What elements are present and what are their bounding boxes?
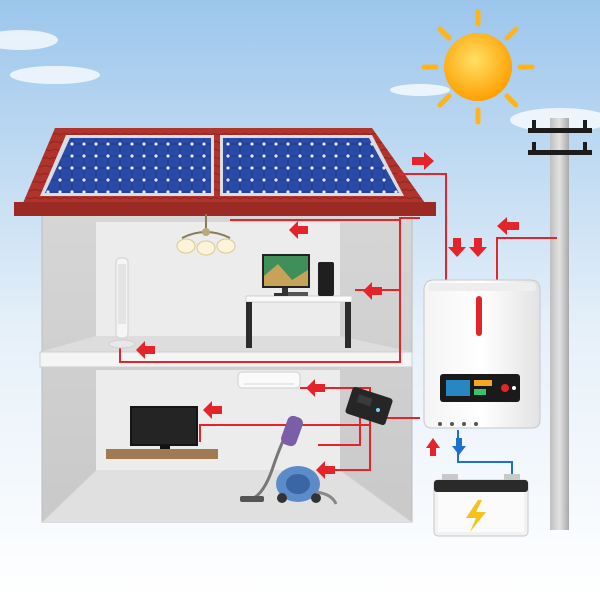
arrow-to-vacuum (316, 461, 335, 479)
battery (433, 474, 529, 537)
arrow-down-inverter-left (448, 238, 466, 257)
lightning-icon (466, 500, 486, 532)
tv-stand (106, 449, 218, 459)
arrow-pole-to-inverter (497, 217, 519, 235)
arrow-inverter-to-battery (452, 438, 466, 455)
solar-panel-right (220, 135, 404, 196)
solar-panel-left (40, 135, 214, 196)
arrow-to-tv (203, 401, 222, 419)
arrow-to-ac (306, 379, 325, 397)
television-icon (130, 406, 198, 450)
arrow-to-fan (136, 341, 155, 359)
computer-tower-icon (318, 262, 334, 296)
arrow-down-inverter-right (469, 238, 487, 257)
flow-arrows (136, 152, 519, 479)
arrow-battery-to-inverter (426, 438, 440, 456)
inverter-accent-stripe (476, 296, 482, 336)
air-conditioner-icon (237, 371, 301, 389)
arrow-to-computer (363, 282, 382, 300)
power-wires (119, 173, 557, 471)
vacuum-cleaner-icon (240, 415, 338, 505)
sun-icon (421, 9, 535, 125)
house (39, 209, 413, 523)
chandelier-icon (176, 214, 236, 256)
hybrid-inverter (423, 279, 541, 429)
charge-controller (345, 386, 393, 426)
utility-pole (528, 118, 592, 530)
tower-fan-icon (108, 257, 136, 349)
battery-charge-flow (452, 430, 513, 474)
arrow-panel-to-inverter (412, 152, 434, 170)
upper-room (96, 222, 340, 336)
computer-monitor-icon (262, 254, 334, 296)
arrow-to-chandelier (289, 221, 308, 239)
floor-slab (39, 351, 413, 368)
